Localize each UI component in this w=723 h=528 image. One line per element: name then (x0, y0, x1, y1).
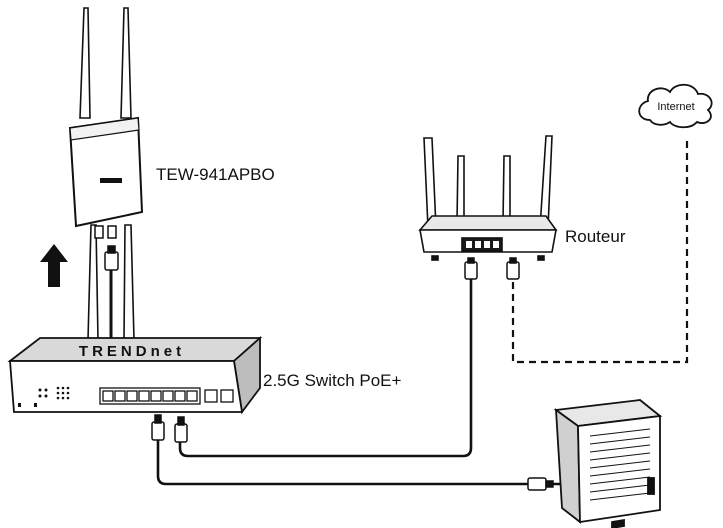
router-antennas (423, 135, 553, 229)
computer (553, 399, 663, 528)
switch: TRENDnet (7, 336, 263, 415)
computer-vents (589, 428, 651, 501)
ap-connector (104, 245, 119, 271)
access-point (68, 116, 144, 239)
computer-connector (527, 477, 554, 491)
switch-brand-logo: TRENDnet (79, 343, 185, 360)
internet-cloud-icon: Internet (638, 83, 713, 129)
router-lan-connector (464, 257, 478, 280)
access-point-antennas (79, 7, 135, 341)
switch-label: 2.5G Switch PoE+ (263, 371, 402, 390)
up-arrow-icon (40, 244, 68, 287)
switch-port-connector-a (151, 414, 165, 441)
switch-ports (99, 387, 234, 405)
router-wan-connector (506, 257, 520, 280)
access-point-label: TEW-941APBO (156, 165, 275, 184)
internet-label: Internet (657, 101, 694, 113)
switch-port-connector-b (174, 416, 188, 443)
router (418, 135, 558, 261)
ap-logo-plate (100, 178, 122, 183)
internet-link (511, 138, 689, 364)
switch-leds (18, 386, 70, 407)
router-label: Routeur (565, 227, 626, 246)
